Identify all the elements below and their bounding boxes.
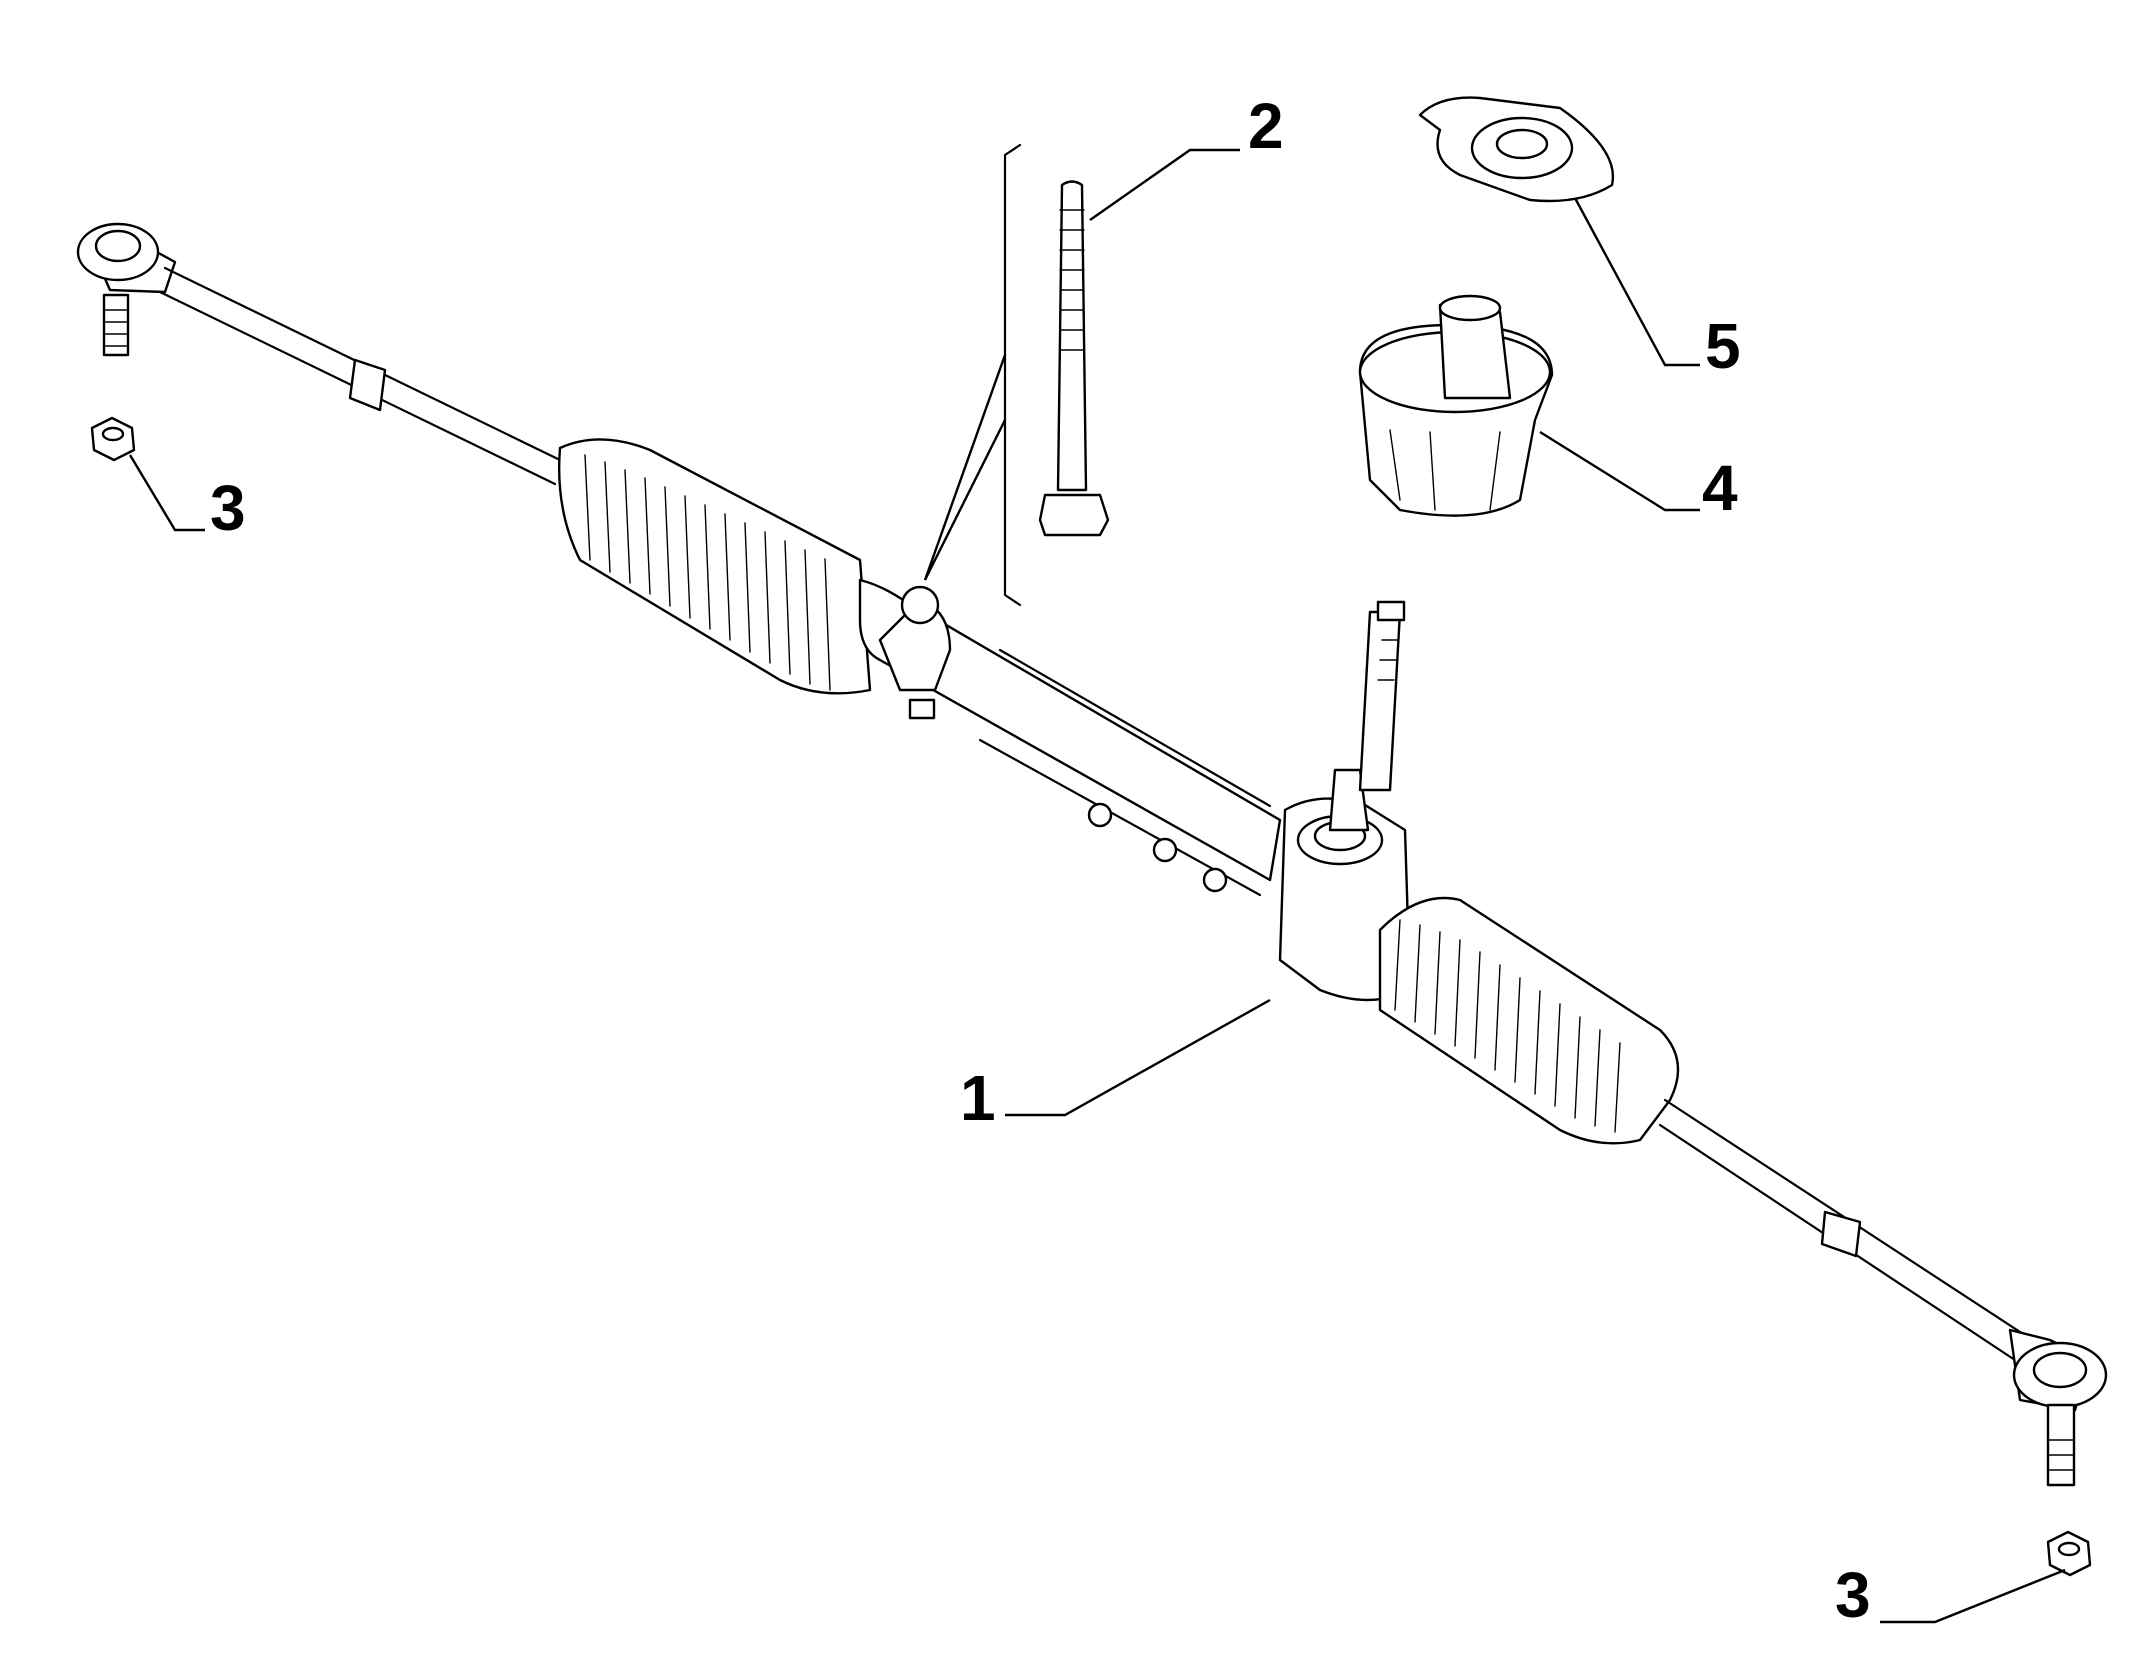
left-nut (90, 416, 136, 462)
right-tie-rod (1658, 1098, 2108, 1487)
callout-4: 4 (1702, 452, 1738, 524)
callout-3-right: 3 (1835, 1559, 1871, 1631)
callout-5: 5 (1705, 310, 1741, 382)
mounting-bolt (923, 143, 1110, 607)
callout-2: 2 (1248, 90, 1284, 162)
left-tie-rod (76, 222, 562, 486)
cap-plate (1418, 96, 1615, 203)
rubber-bushing (1358, 294, 1554, 517)
leader-lines (128, 148, 2066, 1624)
right-rubber-boot (1378, 896, 1680, 1145)
left-rubber-boot (557, 438, 872, 695)
rack-housing (858, 578, 1282, 897)
callout-1: 1 (960, 1062, 996, 1134)
callout-3-left: 3 (210, 472, 246, 544)
right-nut (2046, 1530, 2092, 1577)
